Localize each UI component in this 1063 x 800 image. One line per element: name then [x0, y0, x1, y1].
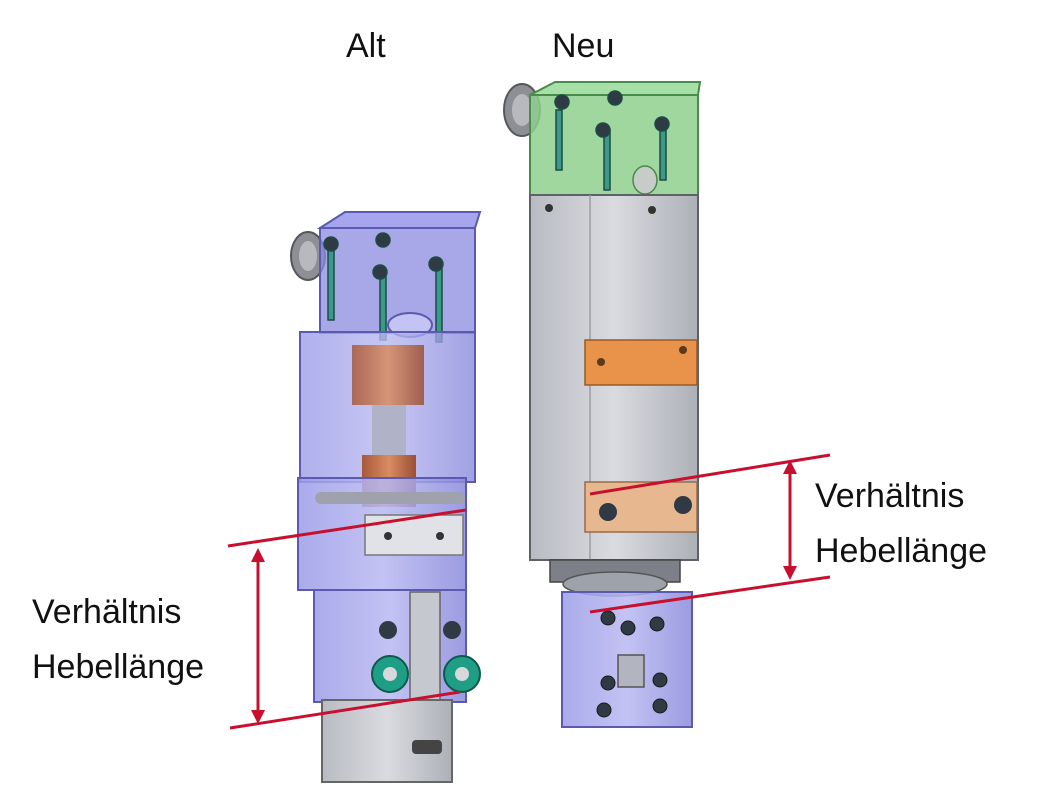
new-measure-line-bottom [589, 575, 831, 614]
new-lever-screws [596, 610, 668, 718]
old-screws [323, 232, 444, 343]
new-lever-length-label: Hebellänge [815, 532, 988, 570]
new-assembly [503, 81, 702, 728]
new-screws [554, 90, 670, 191]
old-assembly [290, 211, 482, 783]
old-measure-line-bottom [229, 690, 461, 730]
title-old: Alt [346, 27, 386, 65]
title-new: Neu [552, 27, 615, 65]
old-measure [227, 508, 467, 730]
new-top-cap [529, 94, 699, 196]
new-measure [589, 453, 831, 614]
old-measure-line-top [227, 508, 467, 548]
new-ratio-label: Verhältnis [815, 477, 965, 515]
old-lever-length-label: Hebellänge [32, 648, 205, 686]
old-ratio-label: Verhältnis [32, 593, 182, 631]
